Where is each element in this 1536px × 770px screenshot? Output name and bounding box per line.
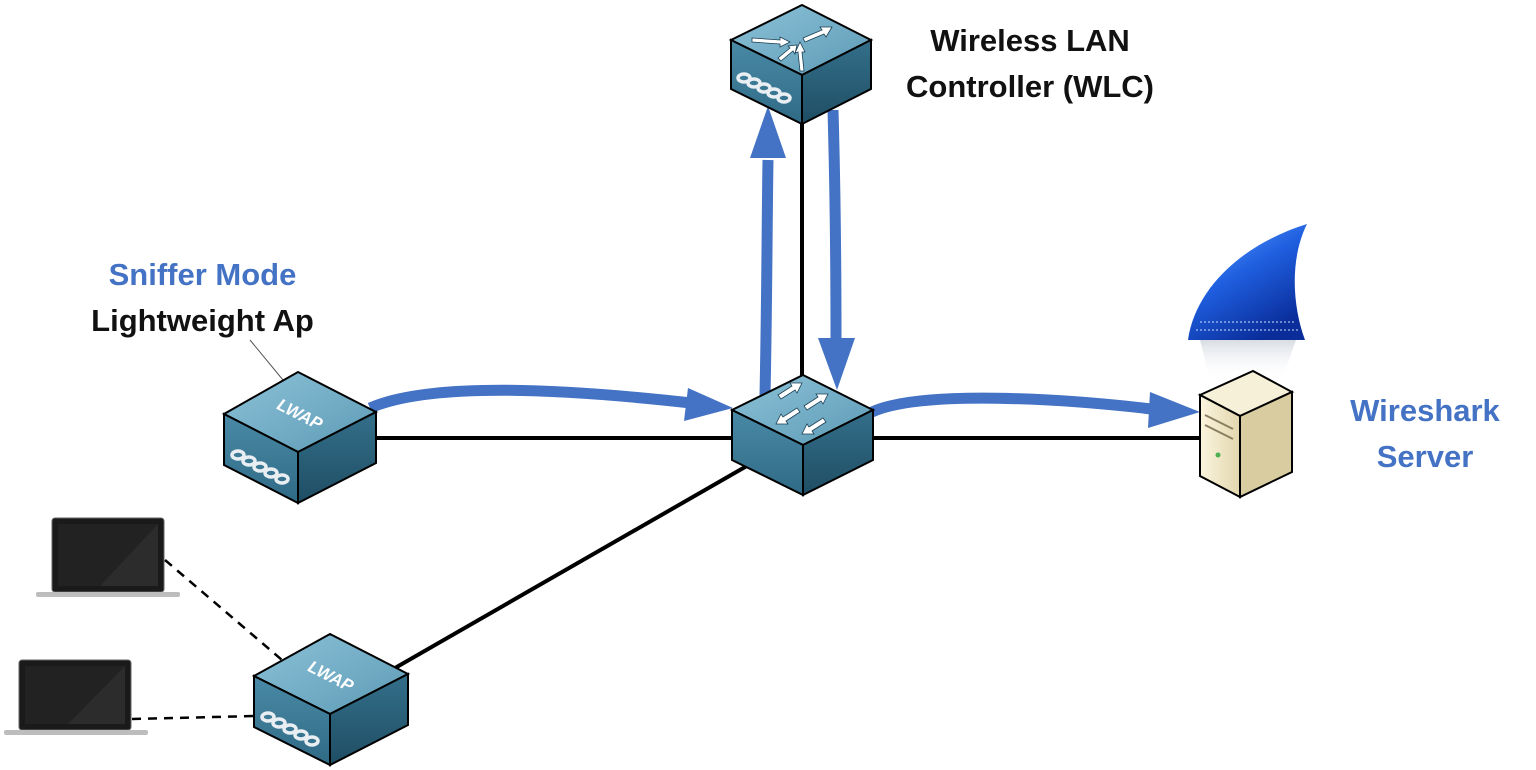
wlc-label-line2: Controller (WLC) — [906, 69, 1154, 104]
laptop-icon — [4, 659, 148, 735]
arrowhead-switch-to-server — [1148, 392, 1200, 428]
arrow-switch-to-wlc — [759, 159, 774, 396]
lwap-sniffer-device: LWAP — [221, 370, 379, 505]
wireshark-server-label: Wireshark Server — [1330, 388, 1520, 480]
arrowhead-switch-to-wlc — [750, 106, 786, 158]
link-switch-lwap2 — [394, 461, 753, 670]
chain-icon — [736, 72, 792, 104]
arrow-switch-to-server — [869, 392, 1161, 418]
sniffer-ap-label: Sniffer Mode Lightweight Ap — [60, 252, 345, 344]
lwap-client-device: LWAP — [251, 632, 411, 767]
arrowhead-ap-to-switch — [684, 388, 733, 421]
arrow-ap-to-switch — [367, 384, 701, 414]
sniffer-mode-label: Sniffer Mode — [108, 257, 297, 292]
chain-icon — [230, 449, 290, 485]
wlc-label: Wireless LAN Controller (WLC) — [880, 18, 1180, 110]
wireshark-fin-icon — [1188, 224, 1307, 380]
server-icon — [1197, 369, 1295, 499]
wireless-link-laptop2 — [131, 714, 256, 721]
switch-device — [729, 373, 876, 497]
traffic-arrows — [367, 106, 1200, 428]
router-arrows-icon — [751, 26, 833, 72]
callout-line — [249, 339, 284, 381]
arrow-wlc-to-switch — [827, 109, 842, 341]
lightweight-ap-label: Lightweight Ap — [91, 303, 314, 338]
switch-arrows-icon — [775, 382, 829, 435]
connections — [131, 122, 1205, 721]
wireless-link-laptop1 — [164, 559, 283, 661]
laptop-icon — [36, 517, 180, 597]
wireshark-label-line1: Wireshark — [1350, 393, 1500, 428]
wireshark-label-line2: Server — [1376, 439, 1474, 474]
wlc-device — [728, 3, 874, 126]
chain-icon — [260, 711, 320, 747]
wlc-label-line1: Wireless LAN — [930, 23, 1130, 58]
arrowhead-wlc-to-switch — [818, 338, 855, 390]
